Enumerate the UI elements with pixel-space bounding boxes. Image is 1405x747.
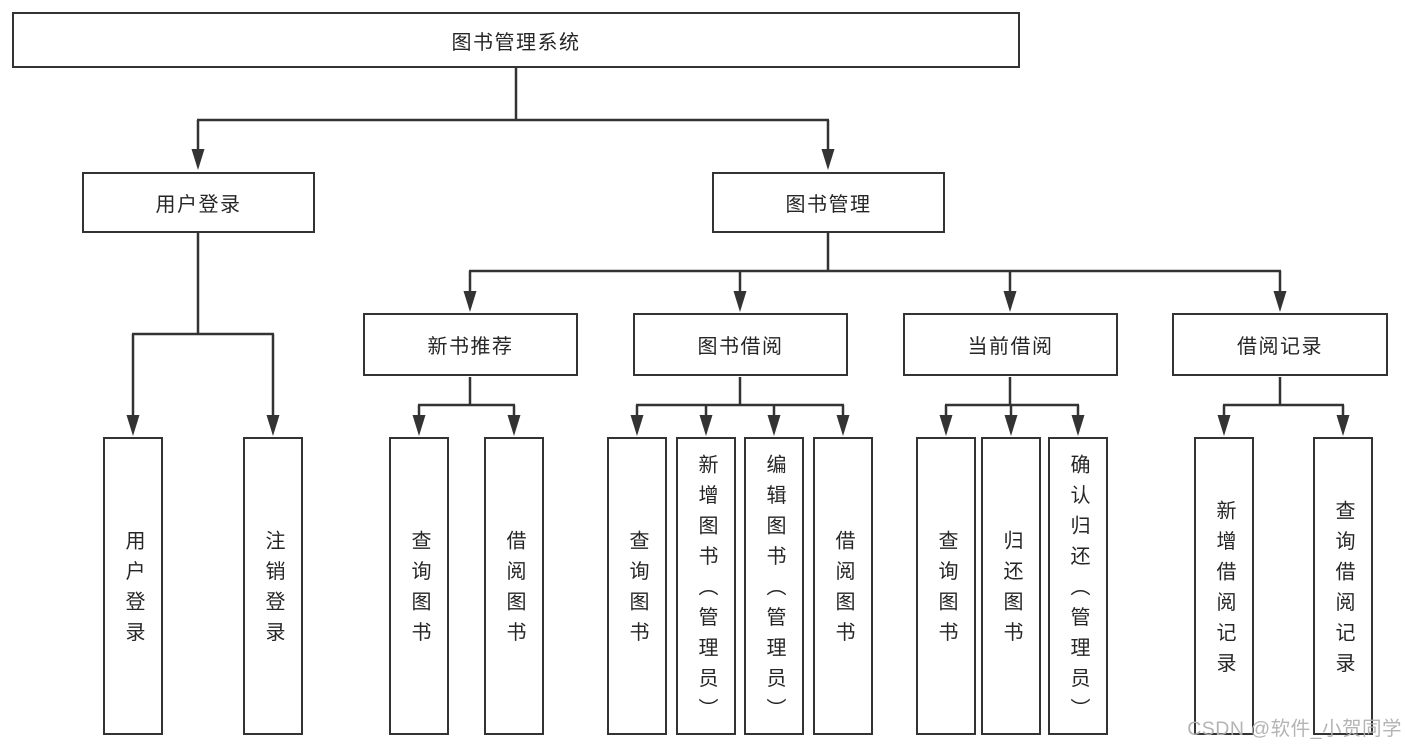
- leaf-return-book: 归还图书: [981, 437, 1041, 735]
- arrowhead: [266, 415, 280, 436]
- leaf-label: 编辑图书（管理员）: [763, 454, 785, 729]
- arrowhead: [1217, 415, 1231, 436]
- leaf-label: 注销登录: [262, 530, 284, 653]
- arrowhead: [412, 415, 426, 436]
- arrowhead: [1273, 291, 1287, 312]
- node-user-login: 用户登录: [82, 172, 315, 233]
- arrowhead: [126, 415, 140, 436]
- node-new-book-recommend: 新书推荐: [363, 313, 578, 376]
- leaf-confirm-return-admin: 确认归还（管理员）: [1048, 437, 1108, 735]
- leaf-logout: 注销登录: [243, 437, 303, 735]
- leaf-label: 查询图书: [935, 530, 957, 653]
- leaf-add-borrow-record: 新增借阅记录: [1194, 437, 1254, 735]
- connector-path: [131, 68, 1345, 417]
- leaf-borrow-book: 借阅图书: [813, 437, 873, 735]
- leaf-label: 新增借阅记录: [1213, 499, 1235, 683]
- arrowhead: [630, 415, 644, 436]
- node-book-borrowing: 图书借阅: [633, 313, 848, 376]
- arrowhead: [821, 149, 835, 170]
- leaf-add-book-admin: 新增图书（管理员）: [676, 437, 736, 735]
- node-book-management: 图书管理: [712, 172, 945, 233]
- arrowhead: [1071, 415, 1085, 436]
- arrowhead: [699, 415, 713, 436]
- leaf-query-book-current: 查询图书: [916, 437, 976, 735]
- leaf-borrow-book-recommend: 借阅图书: [484, 437, 544, 735]
- arrowhead: [1004, 415, 1018, 436]
- leaf-label: 归还图书: [1000, 530, 1022, 653]
- leaf-user-login: 用户登录: [103, 437, 163, 735]
- leaf-label: 借阅图书: [503, 530, 525, 653]
- arrowhead: [191, 149, 205, 170]
- node-library-system: 图书管理系统: [12, 12, 1020, 68]
- leaf-query-book-borrowing: 查询图书: [607, 437, 667, 735]
- arrowhead: [1336, 415, 1350, 436]
- leaf-label: 借阅图书: [832, 530, 854, 653]
- node-current-borrowing: 当前借阅: [903, 313, 1118, 376]
- leaf-label: 查询借阅记录: [1332, 499, 1354, 683]
- arrowhead: [507, 415, 521, 436]
- csdn-watermark: CSDN @软件_小贺同学: [1187, 718, 1402, 740]
- arrowhead: [767, 415, 781, 436]
- arrowhead: [463, 291, 477, 312]
- arrowhead: [1003, 291, 1017, 312]
- leaf-query-book-recommend: 查询图书: [389, 437, 449, 735]
- arrowhead: [733, 291, 747, 312]
- leaf-label: 用户登录: [122, 530, 144, 653]
- arrowhead: [836, 415, 850, 436]
- leaf-label: 确认归还（管理员）: [1067, 454, 1089, 729]
- leaf-label: 查询图书: [408, 530, 430, 653]
- leaf-edit-book-admin: 编辑图书（管理员）: [744, 437, 804, 735]
- node-borrowing-record: 借阅记录: [1172, 313, 1388, 376]
- leaf-label: 新增图书（管理员）: [695, 454, 717, 729]
- arrowhead: [939, 415, 953, 436]
- leaf-label: 查询图书: [626, 530, 648, 653]
- leaf-query-borrow-record: 查询借阅记录: [1313, 437, 1373, 735]
